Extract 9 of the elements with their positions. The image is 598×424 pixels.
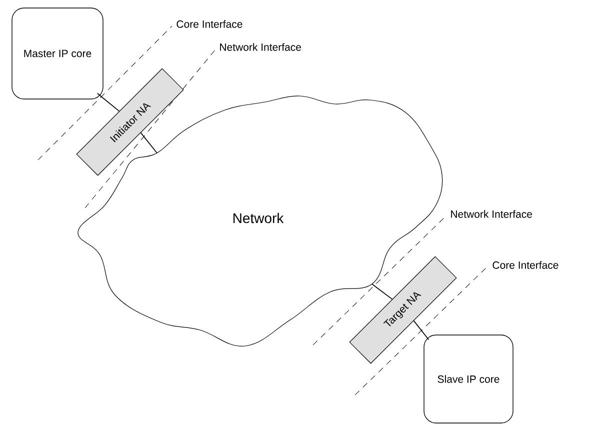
ip-core-box: Master IP core — [12, 8, 104, 100]
interface-label: Core Interface — [176, 20, 242, 28]
link-line — [140, 132, 158, 154]
link-line — [372, 284, 393, 300]
interface-label: Core Interface — [492, 261, 558, 269]
interface-label: Network Interface — [220, 43, 301, 51]
ip-core-box: Slave IP core — [424, 334, 514, 424]
link-line — [413, 320, 430, 340]
link-line — [96, 92, 120, 112]
